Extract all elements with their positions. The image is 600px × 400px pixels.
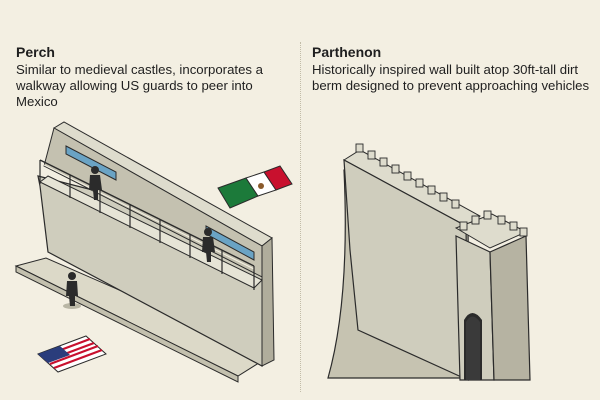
parthenon-title: Parthenon	[312, 44, 382, 60]
guard-figure-upper	[89, 166, 102, 200]
perch-wall-illustration	[14, 121, 293, 383]
perch-wall-end	[261, 236, 275, 367]
perch-panel: Perch Similar to medieval castles, incor…	[14, 44, 293, 383]
perch-title: Perch	[16, 44, 55, 60]
parthenon-wall-face	[343, 158, 469, 381]
usa-flag	[37, 335, 107, 373]
guard-figure-middle	[202, 228, 215, 262]
guard-figure-ground	[63, 272, 81, 309]
perch-window-left	[65, 145, 117, 181]
perch-walkway	[39, 175, 263, 289]
mexico-flag	[217, 165, 293, 209]
parthenon-tower-crenellations	[459, 210, 528, 237]
parthenon-wall-illustration	[327, 143, 531, 381]
perch-railing-top	[39, 159, 255, 267]
parthenon-crenellations	[355, 143, 460, 209]
perch-description: Similar to medieval castles, incorporate…	[16, 62, 264, 109]
perch-railing-top-inner	[39, 162, 255, 270]
panel-divider	[300, 42, 301, 392]
parthenon-tower-side	[489, 235, 531, 381]
parthenon-description: Historically inspired wall built atop 30…	[312, 62, 590, 93]
parthenon-panel: Parthenon Historically inspired wall bui…	[300, 0, 600, 400]
